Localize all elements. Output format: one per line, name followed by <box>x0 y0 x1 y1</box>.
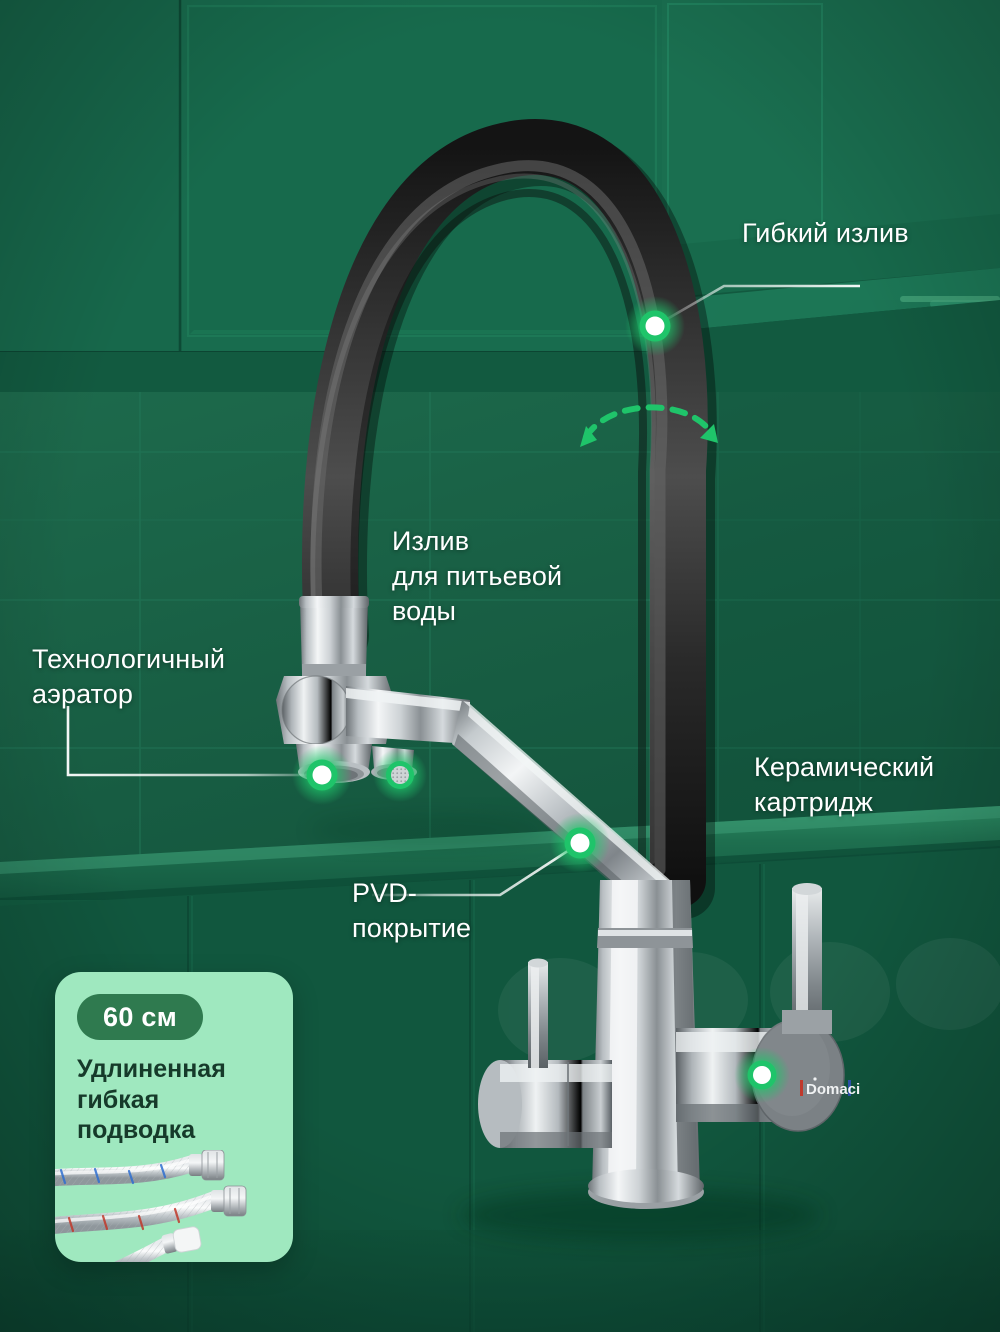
length-pill: 60 см <box>77 994 204 1040</box>
svg-text:Domaci: Domaci <box>806 1081 860 1098</box>
hose-cold <box>55 1150 225 1187</box>
label-flexible-spout: Гибкий излив <box>742 218 909 248</box>
hose-hot <box>55 1185 247 1234</box>
hose-length-badge-card: 60 см Удлиненная гибкая подводка <box>55 972 293 1262</box>
length-value: 60 см <box>103 1001 178 1032</box>
label-ceramic-cartridge: Керамический картридж <box>754 752 935 818</box>
label-drinking-water: Излив для питьевой воды <box>392 526 563 627</box>
hose-third-partial <box>114 1226 202 1262</box>
label-pvd-coating: PVD- покрытие <box>352 878 472 944</box>
flexible-hoses-image <box>55 1150 247 1262</box>
label-aerator: Технологичный аэратор <box>32 644 226 710</box>
badge-title: Удлиненная гибкая подводка <box>77 1055 226 1144</box>
